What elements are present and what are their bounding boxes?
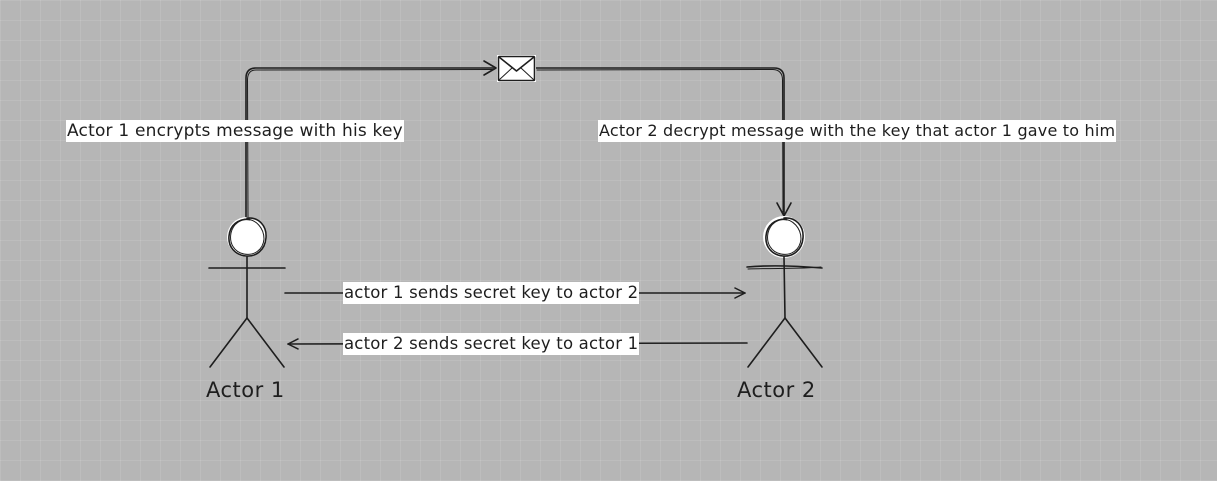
actor2-figure[interactable] <box>746 216 823 368</box>
connector-message-to-actor2[interactable] <box>535 67 792 217</box>
decrypt-label: Actor 2 decrypt message with the key tha… <box>598 120 1117 142</box>
actor1-figure[interactable] <box>208 217 286 368</box>
encrypt-label: Actor 1 encrypts message with his key <box>66 120 404 142</box>
send-key-2-to-1-label: actor 2 sends secret key to actor 1 <box>343 333 640 355</box>
actor2-name: Actor 2 <box>737 378 816 402</box>
actor1-name: Actor 1 <box>206 378 285 402</box>
send-key-1-to-2-label: actor 1 sends secret key to actor 2 <box>343 282 640 304</box>
connector-actor1-to-message[interactable] <box>245 60 497 223</box>
envelope-icon[interactable] <box>497 55 536 82</box>
